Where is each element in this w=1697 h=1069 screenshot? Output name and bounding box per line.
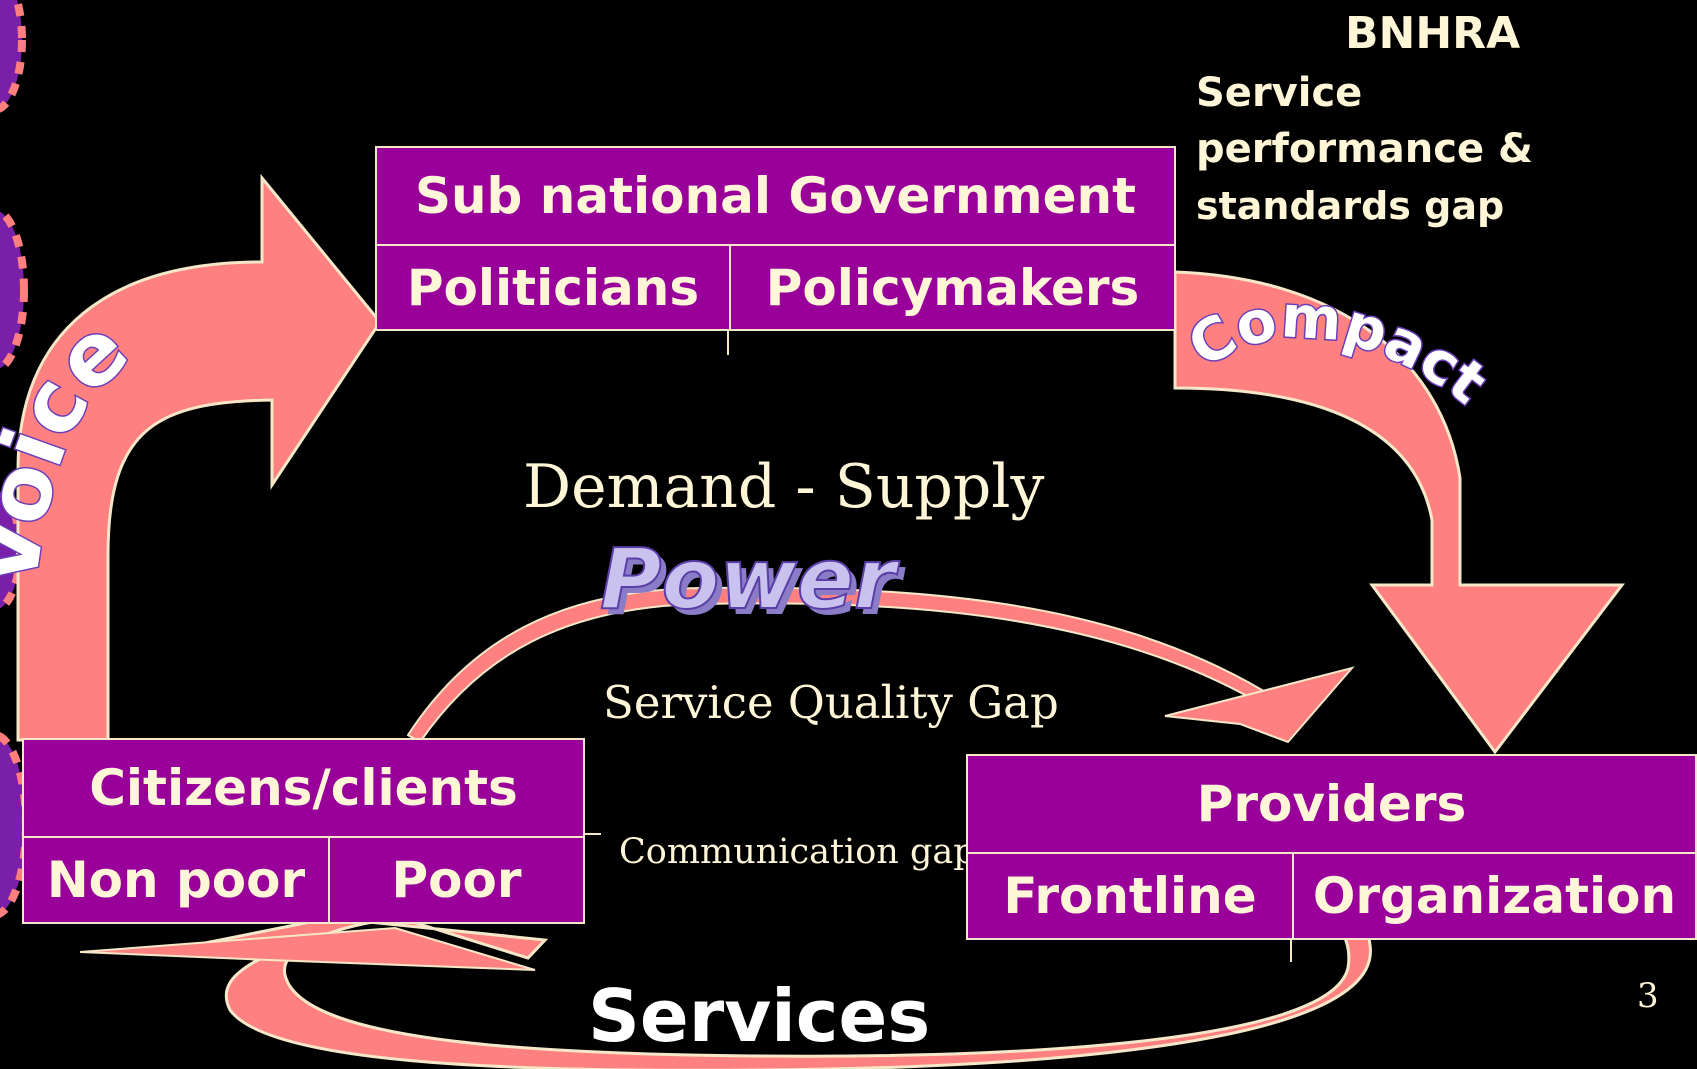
government-politicians: Politicians [406, 258, 700, 317]
voice-arrow [16, 173, 382, 742]
government-policymakers: Policymakers [765, 258, 1140, 317]
citizens-box: Citizens/clients Non poor Poor [22, 738, 585, 924]
power-label: Power [600, 530, 900, 628]
services-label: Services [588, 974, 931, 1058]
citizens-divider [24, 836, 583, 838]
gap-note-line1: Service [1196, 70, 1363, 116]
citizens-poor: Poor [391, 851, 522, 909]
power-label-shadow: Power [606, 536, 906, 634]
services-arrowhead [79, 926, 536, 971]
government-tick [727, 329, 729, 355]
providers-frontline: Frontline [1003, 867, 1257, 925]
government-box: Sub national Government Politicians Poli… [375, 146, 1176, 331]
communication-gap-label: Communication gap [619, 832, 976, 872]
providers-divider [968, 852, 1695, 854]
citizens-non-poor: Non poor [46, 851, 306, 909]
providers-tick [1290, 938, 1292, 962]
citizens-title: Citizens/clients [89, 759, 518, 817]
demand-supply-label: Demand - Supply [523, 452, 1045, 522]
services-arrow [194, 876, 1372, 1069]
providers-column-divider [1292, 852, 1294, 938]
gap-note-line3: standards gap [1196, 184, 1505, 228]
org-title: BNHRA [1345, 8, 1521, 59]
government-column-divider [729, 244, 731, 329]
providers-box: Providers Frontline Organization [966, 754, 1697, 940]
page-number: 3 [1637, 976, 1659, 1016]
power-arrowhead [1164, 666, 1355, 744]
government-divider [377, 244, 1174, 246]
providers-title: Providers [1196, 775, 1467, 833]
service-quality-gap-label: Service Quality Gap [603, 676, 1059, 729]
citizens-column-divider [328, 836, 330, 922]
gap-note-line2: performance & [1196, 126, 1533, 172]
citizens-tick [583, 833, 601, 835]
providers-organization: Organization [1312, 867, 1677, 925]
government-title: Sub national Government [414, 167, 1137, 225]
compact-arrow [1173, 270, 1626, 755]
